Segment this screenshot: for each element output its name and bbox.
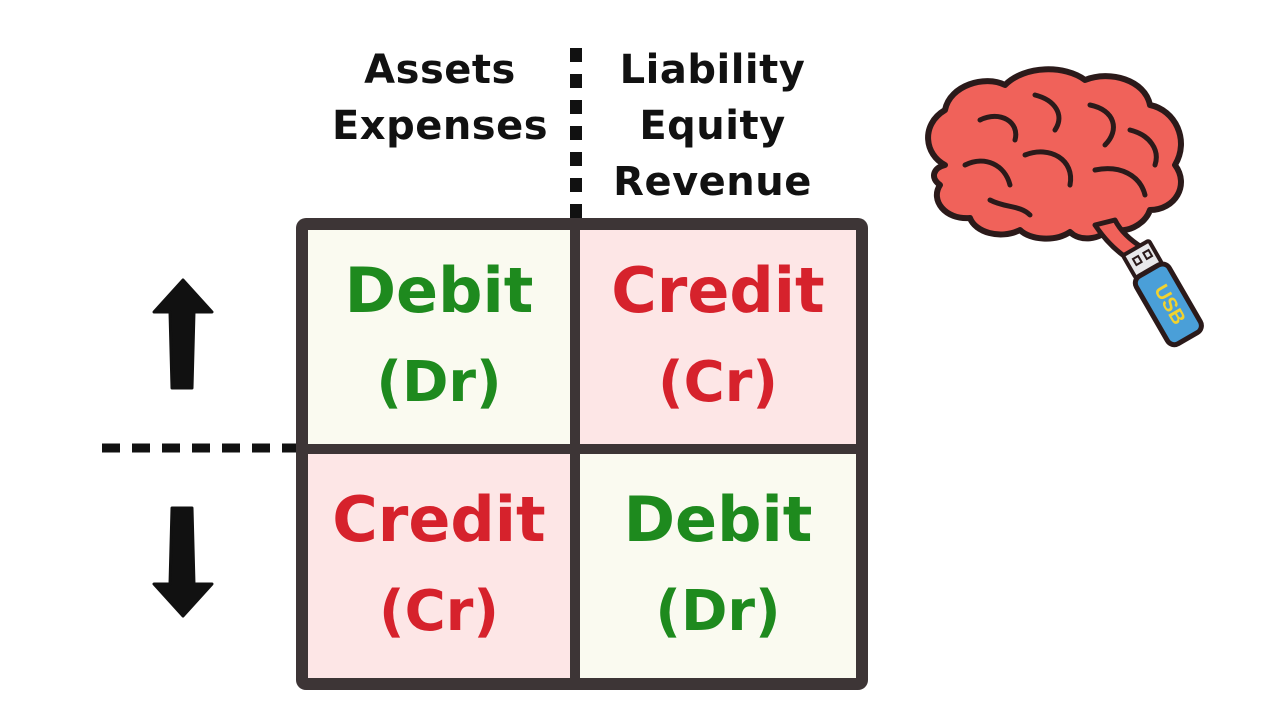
header-left-group: Assets Expenses	[320, 42, 560, 154]
cell-top-right-abbr: (Cr)	[658, 350, 778, 415]
cell-bottom-left-label: Credit	[332, 483, 546, 556]
down-arrow-icon	[152, 506, 214, 618]
cell-bottom-left-abbr: (Cr)	[379, 579, 499, 644]
cell-bottom-right: Debit (Dr)	[580, 454, 856, 678]
debit-credit-grid: Debit (Dr) Credit (Cr) Credit (Cr) Debit…	[296, 218, 868, 690]
cell-top-right: Credit (Cr)	[580, 230, 856, 444]
brain-usb-icon: USB	[925, 66, 1204, 348]
header-liability: Liability	[619, 47, 806, 93]
horizontal-dashed-divider	[102, 443, 300, 453]
up-arrow-icon	[152, 278, 214, 390]
cell-bottom-right-label: Debit	[623, 483, 813, 556]
header-right-group: Liability Equity Revenue	[595, 42, 830, 210]
cell-bottom-left: Credit (Cr)	[308, 454, 570, 678]
cell-top-right-label: Credit	[611, 254, 825, 327]
usb-body	[1132, 261, 1204, 348]
cell-bottom-right-abbr: (Dr)	[655, 579, 781, 644]
header-equity: Equity	[639, 103, 786, 149]
cell-top-left-label: Debit	[344, 254, 534, 327]
cell-top-left-abbr: (Dr)	[376, 350, 502, 415]
header-assets: Assets	[364, 47, 516, 93]
cell-top-left: Debit (Dr)	[308, 230, 570, 444]
vertical-dashed-divider	[570, 48, 582, 218]
header-expenses: Expenses	[331, 103, 549, 149]
header-revenue: Revenue	[613, 159, 812, 205]
